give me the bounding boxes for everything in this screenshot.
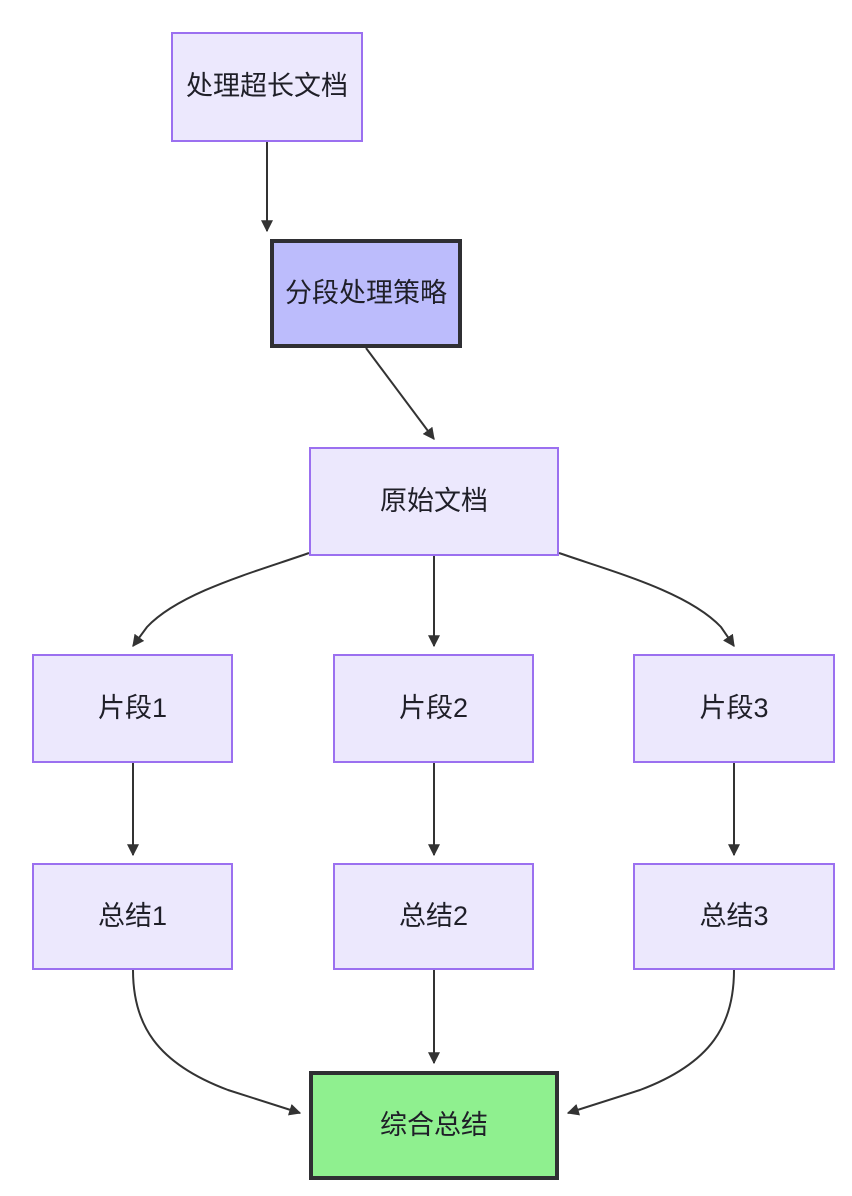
node-chunking-strategy[interactable]: 分段处理策略 — [270, 239, 462, 348]
node-label: 片段2 — [398, 692, 469, 723]
node-summary-3[interactable]: 总结3 — [633, 863, 835, 970]
edge-source-to-chunk1 — [132, 552, 310, 647]
edge-strategy-to-source — [365, 347, 435, 440]
node-label: 原始文档 — [380, 485, 488, 516]
node-label: 片段1 — [97, 692, 168, 723]
node-source-document[interactable]: 原始文档 — [309, 447, 559, 556]
node-chunk-1[interactable]: 片段1 — [32, 654, 233, 763]
edge-source-to-chunk3 — [558, 552, 735, 647]
edge-summary3-to-final — [566, 969, 735, 1116]
node-process-long-document[interactable]: 处理超长文档 — [171, 32, 363, 142]
node-label: 总结3 — [699, 900, 769, 931]
node-summary-1[interactable]: 总结1 — [32, 863, 233, 970]
node-chunk-3[interactable]: 片段3 — [633, 654, 835, 763]
node-chunk-2[interactable]: 片段2 — [333, 654, 534, 763]
node-combined-summary[interactable]: 综合总结 — [309, 1071, 559, 1180]
node-label: 分段处理策略 — [285, 277, 447, 308]
node-summary-2[interactable]: 总结2 — [333, 863, 534, 970]
node-label: 处理超长文档 — [186, 71, 348, 102]
edge-summary1-to-final — [132, 969, 302, 1116]
node-label: 总结2 — [398, 900, 469, 931]
node-label: 综合总结 — [380, 1109, 488, 1140]
node-label: 片段3 — [699, 692, 769, 723]
node-label: 总结1 — [97, 900, 168, 931]
